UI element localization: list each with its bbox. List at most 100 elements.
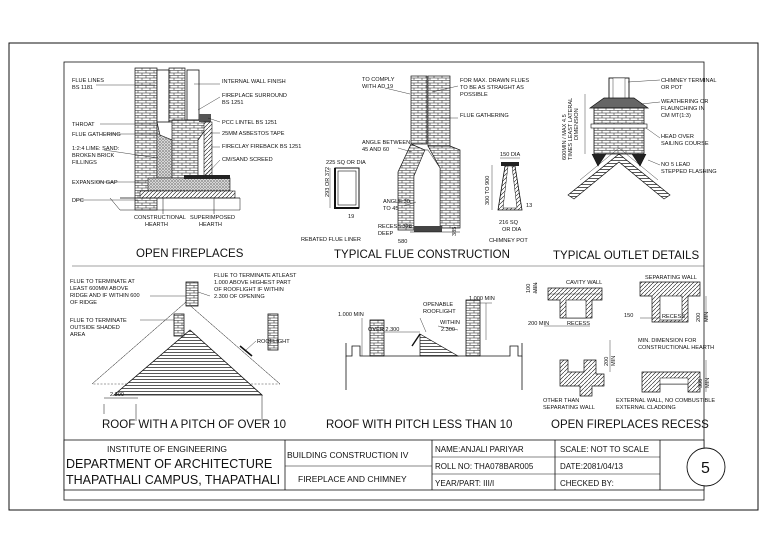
- tb-department: DEPARTMENT OF ARCHITECTURE: [66, 457, 272, 471]
- typical-flue-labels: TO COMPLY WITH AD 19 FOR MAX. DRAWN FLUE…: [301, 77, 532, 261]
- label-lead-2: STEPPED FLASHING: [661, 169, 717, 175]
- label-300: 300: [698, 379, 704, 388]
- label-superimposed: SUPERIMPOSED: [190, 215, 235, 221]
- label-lead-1: NO 5 LEAD: [661, 162, 690, 168]
- label-recess-2: DEEP: [378, 231, 394, 237]
- roof-over-10-drawing: [91, 281, 281, 421]
- label-angle30-2: TO 45: [383, 206, 398, 212]
- roof-over-10-labels: FLUE TO TERMINATE AT LEAST 600MM ABOVE R…: [70, 273, 297, 431]
- label-terminate-4: OF RIDGE: [70, 300, 97, 306]
- label-terminate-1: FLUE TO TERMINATE AT: [70, 279, 135, 285]
- label-head-1: HEAD OVER: [661, 134, 694, 140]
- label-angle-2: 45 AND 60: [362, 147, 389, 153]
- recess-drawing: [535, 281, 707, 397]
- label-outside-2: OUTSIDE SHADED: [70, 325, 120, 331]
- open-fireplace-section-drawing: [76, 67, 241, 214]
- label-bs1251: BS 1251: [222, 100, 243, 106]
- label-dpc: DPC: [72, 198, 84, 204]
- label-rebated: REBATED FLUE LINER: [301, 237, 361, 243]
- label-293: 293 OR 372: [325, 167, 331, 197]
- label-angle30-1: ANGLE 30: [383, 199, 410, 205]
- label-asbestos: 25MM ASBESTOS TAPE: [222, 131, 285, 137]
- title-roof-over-10: ROOF WITH A PITCH OF OVER 10: [102, 419, 286, 431]
- title-outlet: TYPICAL OUTLET DETAILS: [553, 250, 699, 262]
- label-terminal-2: OR POT: [661, 85, 683, 91]
- tb-scale: SCALE: NOT TO SCALE: [560, 445, 649, 454]
- label-200b: 200: [696, 313, 702, 322]
- tb-date: DATE:2081/04/13: [560, 462, 624, 471]
- label-max-2: TO BE AS STRAIGHT AS: [460, 85, 524, 91]
- label-screed: CM/SAND SCREED: [222, 157, 273, 163]
- label-or-dia: OR DIA: [502, 227, 522, 233]
- tb-institute: INSTITUTE OF ENGINEERING: [107, 444, 227, 454]
- label-300-900: 300 TO 900: [485, 176, 491, 205]
- label-within-1: WITHIN: [440, 320, 460, 326]
- label-weather-1: WEATHERING OR: [661, 99, 708, 105]
- label-terminate-2: LEAST 600MM ABOVE: [70, 286, 129, 292]
- label-vert-1: 600MIN / MAX 4.5: [562, 114, 568, 160]
- label-throat: THROAT: [72, 122, 95, 128]
- label-1000min-b: 1.000 MIN: [469, 296, 495, 302]
- label-atleast-4: 2.300 OF OPENING: [214, 294, 265, 300]
- label-atleast-3: OF ROOFLIGHT IF WITHIN: [214, 287, 284, 293]
- tb-roll: ROLL NO: THA078BAR005: [435, 462, 534, 471]
- label-other-2: SEPARATING WALL: [543, 405, 595, 411]
- label-other-1: OTHER THAN: [543, 398, 579, 404]
- title-roof-less-10: ROOF WITH PITCH LESS THAN 10: [326, 419, 512, 431]
- label-internal-wall: INTERNAL WALL FINISH: [222, 79, 286, 85]
- label-216sq: 216 SQ: [499, 220, 519, 226]
- label-openable-2: ROOFLIGHT: [423, 309, 456, 315]
- label-head-2: SAILING COURSE: [661, 141, 709, 147]
- label-225sq: 225 SQ OR DIA: [326, 160, 366, 166]
- label-200c-min: MIN: [611, 356, 617, 366]
- label-comply-1: TO COMPLY: [362, 77, 395, 83]
- label-constructional: CONSTRUCTIONAL: [134, 215, 186, 221]
- label-terminal-1: CHIMNEY TERMINAL: [661, 78, 716, 84]
- label-bs1181: BS 1181: [72, 85, 93, 91]
- label-fireback: FIRECLAY FIREBACK BS 1251: [222, 144, 301, 150]
- label-mindim-2: CONSTRUCTIONAL HEARTH: [638, 345, 714, 351]
- title-open-fireplaces: OPEN FIREPLACES: [136, 248, 244, 260]
- label-over2300: OVER 2.300: [368, 327, 399, 333]
- label-terminate-3: RIDGE AND IF WITHIN 600: [70, 293, 140, 299]
- label-cavity-wall: CAVITY WALL: [566, 280, 602, 286]
- label-385: 385: [452, 227, 458, 236]
- recess-labels: CAVITY WALL SEPARATING WALL 100 MIN 200 …: [526, 275, 715, 431]
- label-max-3: POSSIBLE: [460, 92, 488, 98]
- label-recess-b: RECESS: [662, 314, 685, 320]
- typical-flue-drawing: [329, 75, 523, 233]
- label-outside-1: FLUE TO TERMINATE: [70, 318, 127, 324]
- label-vert-3: DIMENSION: [574, 108, 580, 140]
- outlet-detail-drawing: [567, 77, 671, 200]
- label-150dia: 150 DIA: [500, 152, 520, 158]
- label-ext-1: EXTERNAL WALL, NO COMBUSTIBLE: [616, 398, 715, 404]
- label-broken-brick: BROKEN BRICK: [72, 153, 115, 159]
- label-rooflight: ROOFLIGHT: [257, 339, 290, 345]
- label-comply-2: WITH AD 19: [362, 84, 393, 90]
- tb-name: NAME:ANJALI PARIYAR: [435, 445, 524, 454]
- roof-less-10-drawing: [345, 299, 523, 390]
- title-recess: OPEN FIREPLACES RECESS: [551, 419, 709, 431]
- sheet-border: [8, 42, 759, 511]
- tb-sheet-number: 5: [701, 460, 710, 477]
- label-fillings: FILLINGS: [72, 160, 97, 166]
- tb-topic: FIREPLACE AND CHIMNEY: [298, 474, 407, 484]
- label-outside-3: AREA: [70, 332, 86, 338]
- label-expansion-gap: EXPANSION GAP: [72, 180, 118, 186]
- open-fireplace-labels: FLUE LINES BS 1181 THROAT FLUE GATHERING…: [72, 78, 301, 260]
- label-hearth-2: HEARTH: [199, 222, 222, 228]
- label-angle-1: ANGLE BETWEEN: [362, 140, 410, 146]
- label-200b-min: MIN: [704, 312, 710, 322]
- label-within-2: 2.300: [441, 327, 455, 333]
- label-weather-3: CM MT(1:3): [661, 113, 691, 119]
- label-1000min-a: 1.000 MIN: [338, 312, 364, 318]
- label-chimney-pot: CHIMNEY POT: [489, 238, 528, 244]
- label-hearth: HEARTH: [145, 222, 168, 228]
- label-atleast-2: 1.000 ABOVE HIGHEST PART: [214, 280, 291, 286]
- label-13: 13: [526, 203, 532, 209]
- label-atleast-1: FLUE TO TERMINATE ATLEAST: [214, 273, 297, 279]
- label-200min: 200 MIN: [528, 321, 549, 327]
- label-surround: FIREPLACE SURROUND: [222, 93, 287, 99]
- label-150: 150: [624, 313, 633, 319]
